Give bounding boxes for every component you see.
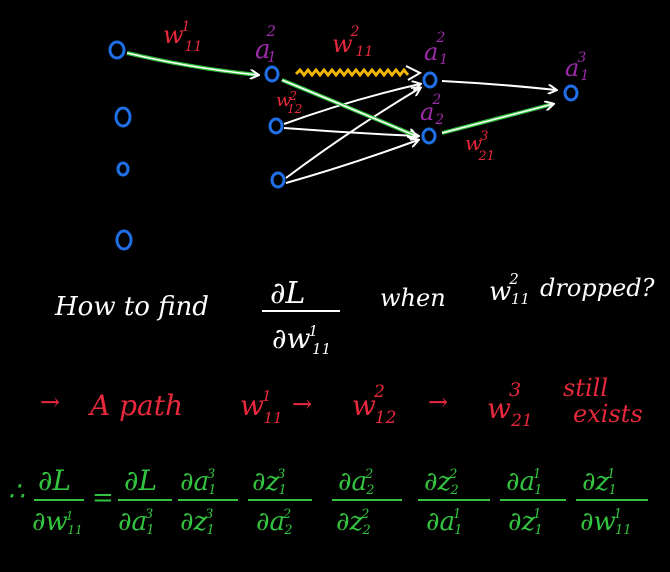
output-neuron-1	[563, 84, 579, 102]
hidden1-neuron-2	[268, 117, 284, 135]
connection-w3-21-arrow	[441, 104, 553, 134]
dropped-connection-w2-11	[294, 67, 410, 78]
path-lead-arrow: →	[40, 388, 60, 416]
input-layer	[108, 40, 133, 251]
path-arrow-2: →	[428, 388, 448, 416]
hidden2-neuron-1	[422, 71, 438, 89]
equals-sign: =	[92, 483, 114, 513]
connection-h1n3-h2n1	[285, 88, 420, 179]
hidden-layer-2	[421, 71, 438, 145]
path-still: still	[563, 374, 608, 402]
question-suffix: dropped?	[540, 274, 655, 302]
input-neuron-2	[114, 106, 132, 128]
hidden1-neuron-3	[270, 171, 286, 189]
input-neuron-3	[116, 161, 130, 177]
path-exists: exists	[573, 400, 643, 428]
connection-w1-11-arrow	[126, 52, 258, 75]
hidden2-neuron-2	[421, 127, 437, 145]
input-neuron-4	[115, 229, 133, 251]
therefore-symbol: ∴	[8, 477, 25, 507]
question-middle: when	[380, 284, 446, 312]
connection-w2-12-arrow	[281, 79, 416, 136]
connection-h2n1-output	[441, 80, 556, 90]
path-text: A path	[87, 389, 183, 422]
connection-h1n2-h2n2	[283, 127, 418, 136]
connection-h1n2-h2n1	[283, 84, 420, 125]
lhs-numerator: ∂L	[38, 464, 71, 497]
term-1-numerator: ∂L	[124, 464, 157, 497]
path-arrow-1: →	[292, 390, 312, 418]
input-neuron-1	[108, 40, 126, 60]
question-prefix: How to find	[54, 292, 209, 322]
question-numerator: ∂L	[270, 276, 305, 311]
hidden1-neuron-1	[264, 65, 280, 83]
connections	[126, 51, 556, 184]
output-layer	[563, 84, 579, 102]
dropped-connection-arrowhead	[405, 65, 423, 81]
hidden-layer-1	[264, 65, 286, 189]
connection-h1n3-h2n2	[285, 140, 418, 184]
connection-w1-11	[126, 51, 259, 77]
